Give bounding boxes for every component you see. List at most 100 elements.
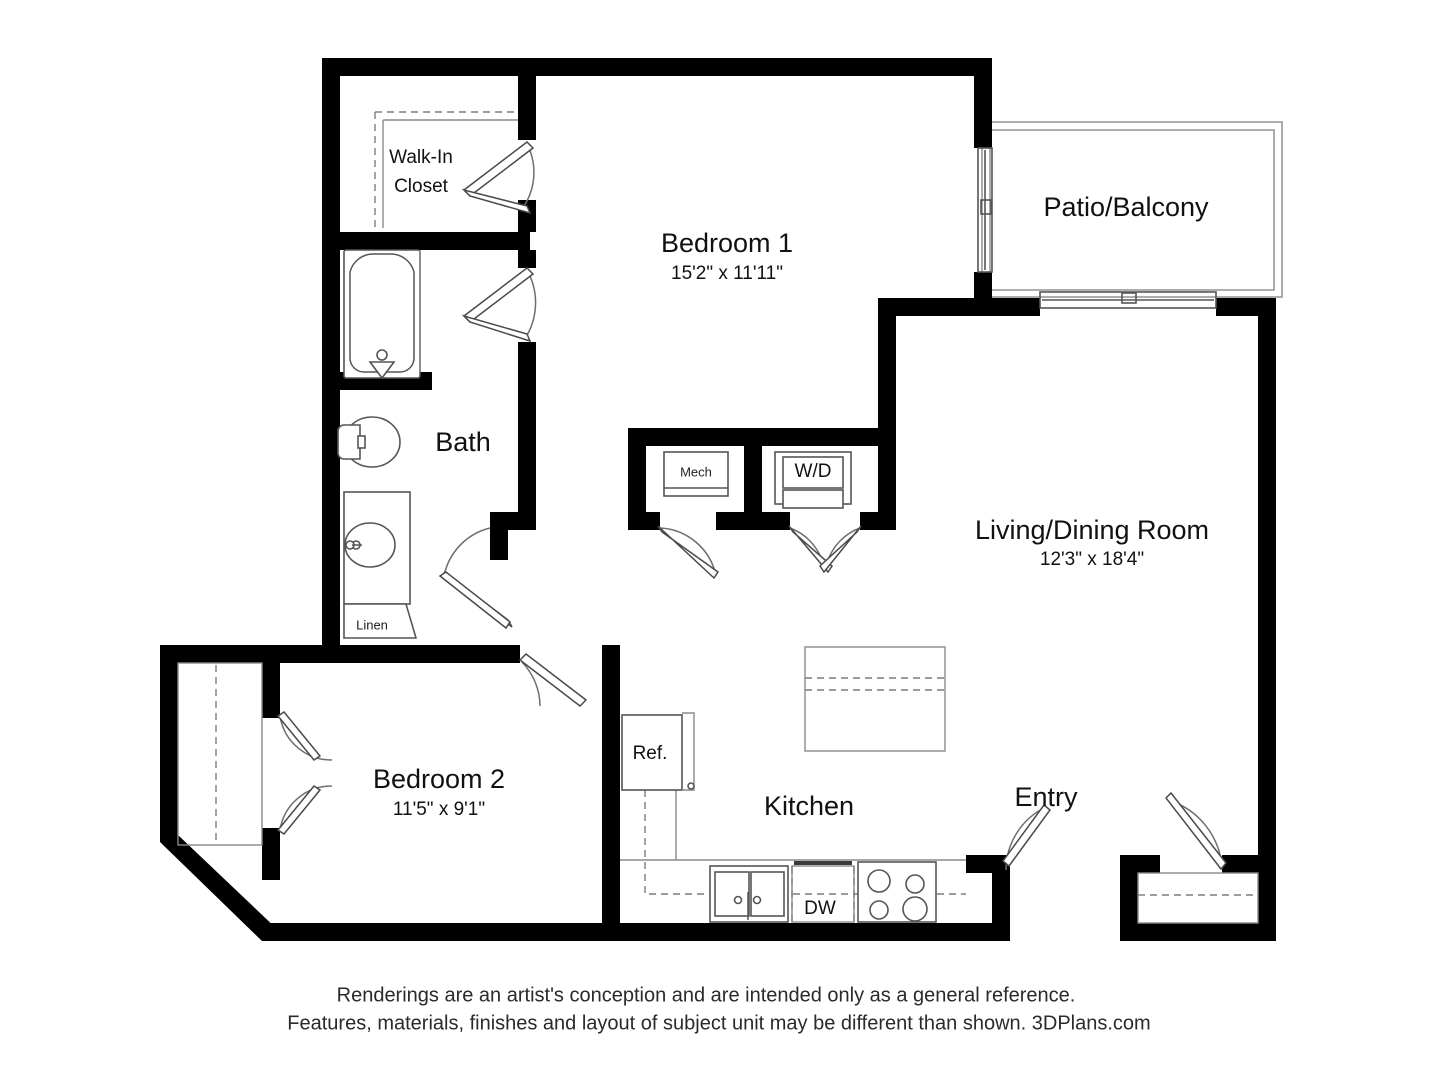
refrigerator-body — [621, 714, 683, 791]
sink-basin-left — [714, 871, 750, 917]
wall-bedroom2-bottom-exterior — [262, 923, 620, 941]
bath-label: Bath — [435, 427, 491, 457]
wall-entry-closet-left — [1120, 855, 1138, 941]
wall-living-left-upper — [878, 298, 896, 512]
entry-door-panel — [1001, 803, 1052, 868]
hall-bath-door-arc — [443, 527, 491, 577]
wd-inner-box — [782, 456, 844, 489]
mech-door-panel — [657, 525, 720, 580]
burner-top-right — [905, 874, 925, 894]
wall-kitchen-bottom-exterior — [620, 923, 1010, 941]
wall-left-exterior-upper — [322, 58, 340, 645]
room-labels-group: Walk-In Closet Bedroom 1 15'2" x 11'11" … — [373, 147, 1209, 821]
wall-patio-door-post-bottom — [974, 272, 992, 316]
wall-bedroom2-top-exterior — [160, 645, 340, 663]
wall-bath-right — [518, 342, 536, 512]
mech-door-arc — [659, 527, 717, 577]
tub-faucet — [376, 349, 388, 361]
wall-bath-step — [490, 512, 536, 560]
footer-line-1: Renderings are an artist's conception an… — [337, 984, 1076, 1006]
wall-kitchen-right-nub — [966, 855, 1010, 941]
bath-door-panel-lower — [461, 314, 532, 343]
wall-entry-closet-top-left — [1120, 855, 1160, 873]
toilet-connector — [357, 435, 366, 449]
wd-door-panel-left — [788, 525, 833, 574]
bedroom2-closet-arc-upper — [279, 715, 333, 761]
entry-label: Entry — [1014, 782, 1078, 812]
dishwasher-dashed-edges — [791, 866, 855, 922]
wall-bedroom2-closet-right-upper — [262, 663, 280, 718]
bedroom1-label: Bedroom 1 — [661, 228, 793, 258]
wall-mech-left — [628, 428, 646, 512]
dishwasher-label: DW — [804, 898, 836, 919]
wall-mech-right-jamb — [716, 512, 762, 530]
entry-closet-shelving — [1137, 872, 1259, 924]
living-dining-label: Living/Dining Room — [975, 515, 1209, 545]
wall-left-exterior-bedroom2 — [160, 645, 178, 842]
patio-slider-vertical-panel — [980, 199, 992, 215]
wall-wd-right-jamb — [860, 512, 896, 530]
linen-closet-outline — [343, 603, 418, 639]
walkin-closet-label-line2: Closet — [394, 176, 449, 197]
wall-bedroom1-bottom — [878, 298, 1040, 316]
walkin-door-arc — [523, 145, 535, 207]
refrigerator-door — [682, 712, 695, 791]
patio-label: Patio/Balcony — [1043, 192, 1209, 222]
bedroom2-hall-door-arc — [521, 661, 541, 707]
walkin-closet-label-line1: Walk-In — [389, 147, 453, 168]
wd-label: W/D — [795, 461, 832, 482]
walkin-closet-shelving — [374, 111, 518, 228]
wall-wd-left-jamb — [762, 512, 790, 530]
patio-slider-horizontal-panel — [1121, 292, 1137, 304]
patio-inner-rail — [989, 129, 1275, 291]
wall-structure — [160, 58, 1276, 941]
sink-faucet-handle-left — [733, 895, 743, 905]
hall-bath-door-panel-edge — [438, 571, 512, 630]
burner-top-left — [867, 869, 891, 893]
bath-bedroom1-door-arc — [523, 271, 537, 341]
bedroom2-hall-door-panel — [518, 653, 588, 707]
walkin-door-panel-lower — [461, 188, 532, 215]
wall-living-right-exterior — [1258, 298, 1276, 941]
wall-top-exterior — [322, 58, 992, 148]
bedroom2-closet-panel-lower — [276, 784, 322, 836]
living-dining-dimensions: 12'3" x 18'4" — [1040, 549, 1144, 570]
kitchen-label: Kitchen — [764, 791, 854, 821]
wall-bedroom2-kitchen-divider — [602, 645, 620, 941]
tub-drain-marker — [368, 361, 396, 380]
tub-inner-basin — [349, 253, 415, 373]
wall-closet-bath-divider — [340, 232, 530, 250]
dining-table-top — [804, 646, 946, 752]
wd-lower-unit — [782, 489, 844, 509]
wall-bath-right-jamb-top — [518, 250, 536, 268]
wall-mech-wd-top — [628, 428, 896, 446]
entry-closet-outline — [1137, 872, 1259, 924]
patio-slider-vertical-frame — [977, 147, 993, 273]
entry-closet-door-panel — [1165, 791, 1227, 871]
vanity-sink-basin — [344, 522, 396, 568]
bedroom2-closet-outline — [177, 662, 263, 846]
wall-closet-right-upper — [518, 76, 536, 140]
sink-faucet-handle-right — [752, 895, 762, 905]
wall-bedroom2-closet-right-lower — [262, 828, 280, 880]
bedroom2-label: Bedroom 2 — [373, 764, 505, 794]
patio-balcony-area — [981, 121, 1283, 298]
wall-angled-exterior — [160, 835, 278, 941]
wall-bath-bottom — [322, 645, 520, 663]
bath-fixtures: Linen — [337, 249, 421, 639]
footer-line-2: Features, materials, finishes and layout… — [287, 1012, 1150, 1034]
dishwasher-counter-edge — [794, 861, 852, 865]
patio-sliding-doors — [977, 147, 1217, 309]
bedroom2-closet-panel-upper — [276, 710, 322, 762]
sink-basin-right — [750, 871, 785, 917]
wall-entry-closet-top-right — [1222, 855, 1258, 873]
wall-patio-door-post-top — [974, 118, 992, 148]
bedroom2-dimensions: 11'5" x 9'1" — [393, 799, 485, 820]
refrigerator-handle — [687, 782, 695, 790]
wd-door-panel-right — [819, 525, 862, 574]
linen-label: Linen — [356, 617, 388, 632]
bedroom2-closet-shelving — [177, 662, 263, 846]
dining-table-furniture — [804, 646, 946, 752]
